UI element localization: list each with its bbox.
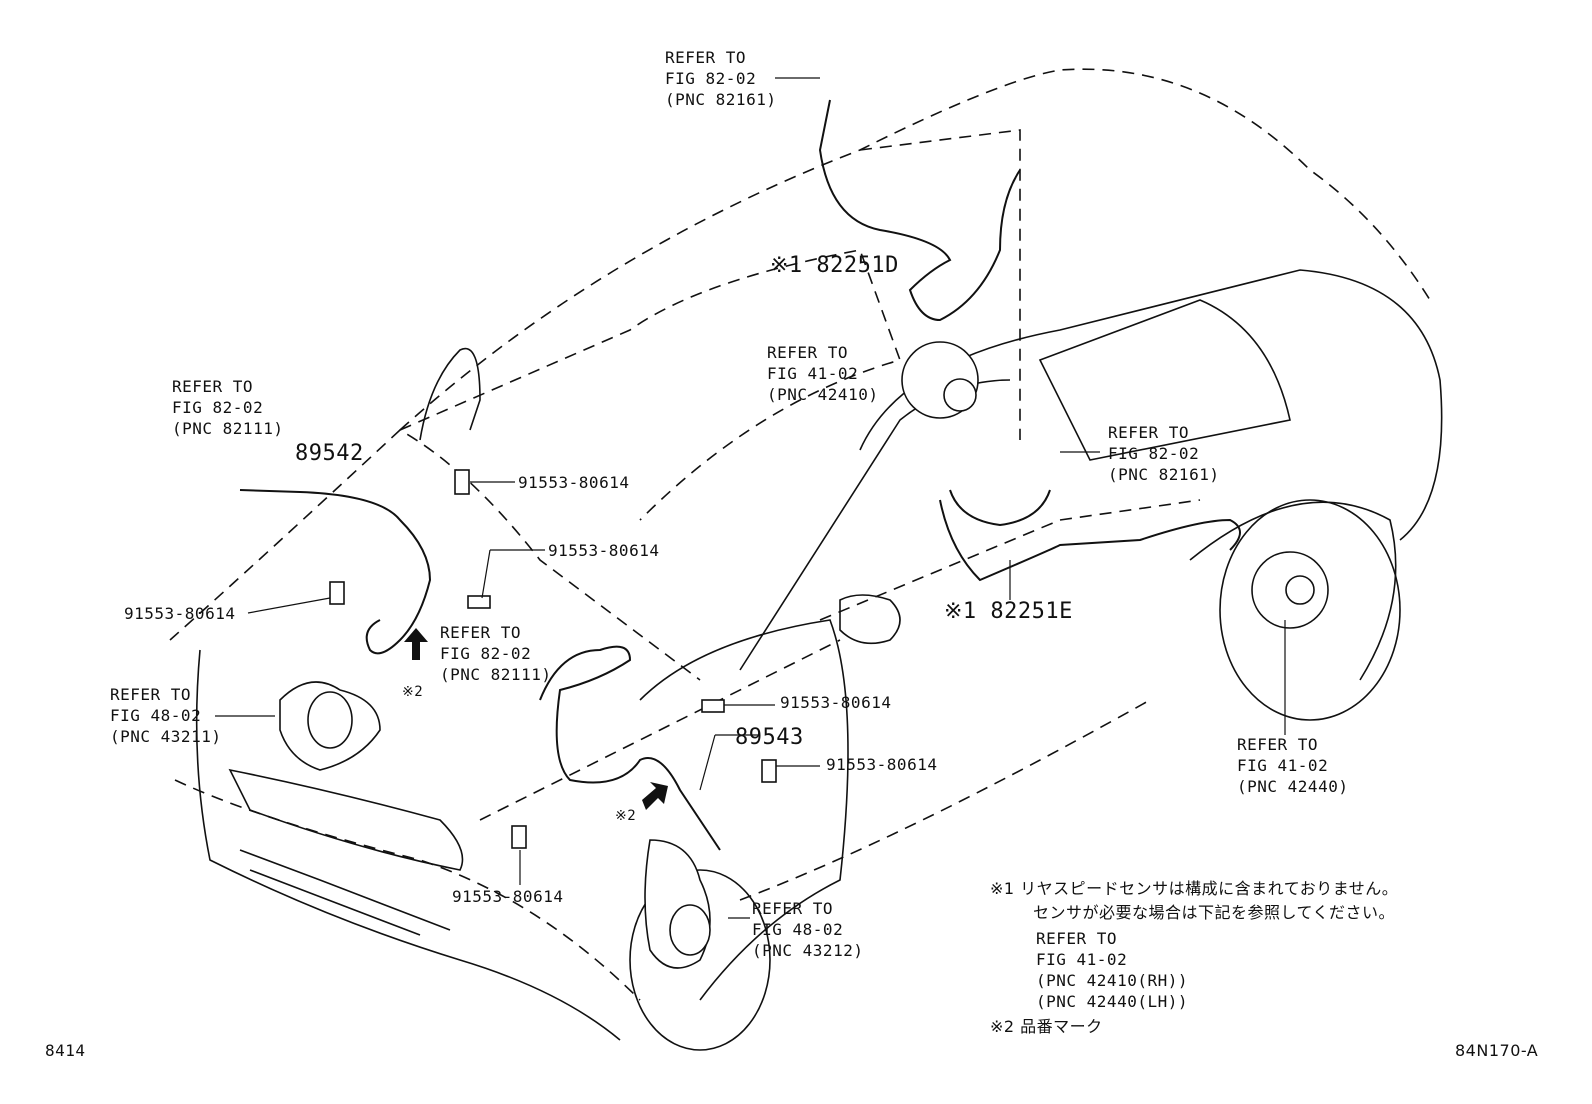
lower-body — [195, 649, 621, 1041]
front-wheel — [629, 869, 771, 1051]
part-89542: 89542 — [295, 441, 364, 466]
refer-43212: REFER TO FIG 48-02 (PNC 43212) — [752, 899, 864, 960]
part-82251D: ※1 82251D — [770, 253, 899, 278]
hood-center — [479, 639, 841, 821]
bolt-label-5: 91553-80614 — [826, 755, 938, 774]
front-fender — [639, 619, 849, 1001]
refer-43211: REFER TO FIG 48-02 (PNC 43211) — [110, 685, 222, 746]
rear-wheel — [1219, 499, 1401, 721]
wire-89543 — [539, 645, 721, 851]
headlight — [228, 768, 464, 871]
note-2: ※2 品番マーク — [990, 1017, 1103, 1036]
refer-82161-right: REFER TO FIG 82-02 (PNC 82161) — [1108, 423, 1220, 484]
leader-lines — [215, 77, 1286, 919]
wire-89542 — [239, 489, 432, 655]
roof-outline — [399, 68, 1431, 431]
front-bumper — [174, 779, 641, 1001]
arrow-up-icon — [404, 628, 428, 660]
wire-82251E — [939, 499, 1241, 582]
refer-42440: REFER TO FIG 41-02 (PNC 42440) — [1237, 735, 1349, 796]
part-82251E: ※1 82251E — [944, 599, 1073, 624]
refer-82111-mid: REFER TO FIG 82-02 (PNC 82111) — [440, 623, 552, 684]
side-skirt — [739, 699, 1151, 901]
bolt-icons — [329, 469, 777, 849]
footer-right-code: 84N170-A — [1455, 1041, 1539, 1060]
bolt-label-4: 91553-80614 — [780, 693, 892, 712]
note-1-reference: REFER TO FIG 41-02 (PNC 42410(RH)) (PNC … — [1036, 929, 1188, 1011]
rear-window — [1038, 299, 1291, 461]
bolt-label-6: 91553-80614 — [452, 887, 564, 906]
windshield-outline — [399, 249, 902, 521]
mirror — [839, 594, 901, 645]
door-line — [819, 499, 1201, 621]
note-1-line-1: ※1 リヤスピードセンサは構成に含まれておりません。 — [990, 879, 1399, 898]
refer-42410: REFER TO FIG 41-02 (PNC 42410) — [767, 343, 879, 404]
bolt-label-2: 91553-80614 — [548, 541, 660, 560]
grille — [239, 849, 451, 936]
part-89543: 89543 — [735, 725, 804, 750]
mark-2-b: ※2 — [615, 808, 637, 824]
note-1-line-2: センサが必要な場合は下記を参照してください。 — [1033, 903, 1396, 922]
footer-left-code: 8414 — [45, 1041, 86, 1060]
mark-2-a: ※2 — [402, 684, 424, 700]
bolt-label-1: 91553-80614 — [518, 473, 630, 492]
rear-fender — [1189, 501, 1397, 681]
bolt-label-3: 91553-80614 — [124, 604, 236, 623]
refer-82111-left: REFER TO FIG 82-02 (PNC 82111) — [172, 377, 284, 438]
wire-82251D — [818, 99, 1021, 322]
arrow-diagonal-icon — [642, 782, 668, 810]
rear-roof-line — [859, 129, 1021, 440]
hood-outline — [169, 429, 701, 681]
seat-outline — [419, 347, 481, 441]
wire-82251E-b — [949, 489, 1051, 527]
refer-82161-top: REFER TO FIG 82-02 (PNC 82161) — [665, 48, 777, 109]
